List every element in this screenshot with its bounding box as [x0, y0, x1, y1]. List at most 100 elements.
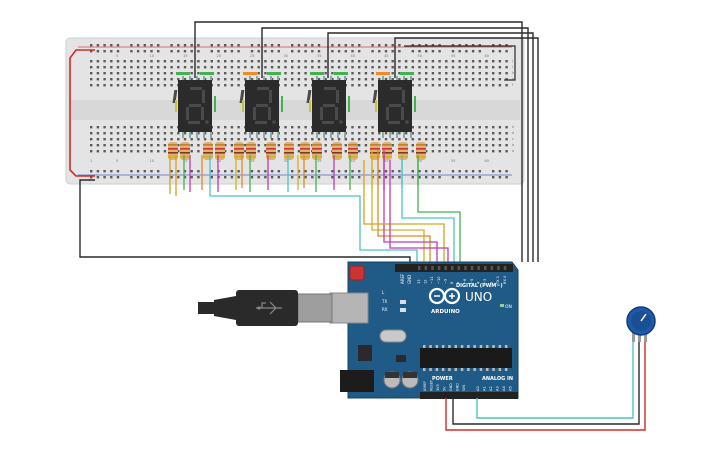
jumper-wire-route	[389, 160, 449, 264]
breadboard-col-number: 20	[217, 54, 221, 58]
potentiometer-wires	[445, 342, 646, 431]
power-pin-label: GND	[449, 383, 453, 391]
resistor	[398, 142, 408, 160]
digital-pin-label: 7	[457, 282, 461, 284]
digital-pin	[424, 266, 428, 270]
breadboard-col-number: 50	[418, 159, 422, 163]
breadboard-col-number: 1	[90, 159, 92, 163]
digital-pin-label: ~3	[483, 279, 487, 284]
jumper-wire-route	[210, 195, 418, 264]
digital-pin-label: ~10	[437, 276, 441, 284]
jumper-wire-route	[377, 150, 431, 264]
breadboard-col-number: 30	[284, 54, 288, 58]
rx-label: RX	[382, 307, 388, 312]
digital-pin	[457, 266, 461, 270]
usb-plug-icon	[198, 290, 333, 326]
breadboard-col-number: 15	[183, 54, 187, 58]
breadboard-row-letter: a	[512, 149, 514, 153]
digital-pin-label: ~5	[470, 279, 474, 284]
breadboard-row-letter: g	[512, 77, 514, 81]
breadboard-col-number: 50	[418, 54, 422, 58]
breadboard-row-letter: c	[512, 137, 514, 141]
breadboard-col-number: 30	[284, 159, 288, 163]
resistor	[203, 142, 213, 160]
breadboard-col-number: 25	[250, 159, 254, 163]
crystal	[379, 329, 407, 343]
tx-label: TX	[381, 299, 387, 304]
analog-pin-label: A2	[489, 386, 493, 391]
resistor	[284, 142, 294, 160]
digital-pin	[464, 266, 467, 270]
digital-pin	[470, 266, 474, 270]
breadboard-col-number: 40	[351, 54, 355, 58]
breadboard-row-letter: d	[512, 131, 514, 135]
seven-segment-display	[172, 72, 216, 138]
resistor	[246, 142, 256, 160]
digital-pin-label: ~11	[430, 276, 434, 284]
breadboard-col-number: 40	[351, 159, 355, 163]
power-pin-label: RESET	[430, 379, 434, 391]
power-pin-label: 5V	[443, 386, 447, 391]
breadboard-col-number: 5	[116, 54, 118, 58]
seven-segment-displays	[172, 72, 416, 138]
voltage-regulator	[358, 345, 372, 361]
jumper-wire-route	[371, 150, 425, 264]
breadboard-col-number: 45	[384, 54, 388, 58]
breadboard-row-letter: e	[512, 125, 514, 129]
arduino-infinity-logo	[428, 287, 461, 305]
seven-segment-display	[372, 72, 416, 138]
reset-button[interactable]	[349, 265, 365, 281]
colored-jumper-wires	[169, 150, 461, 264]
breadboard-col-number: 60	[485, 54, 489, 58]
resistor	[312, 142, 322, 160]
power-analog-header	[420, 392, 518, 399]
jumper-wire-route	[401, 160, 455, 264]
digital-pin-label: 8	[450, 281, 454, 284]
power-pin-label: 3V3	[436, 384, 440, 391]
digital-pin	[484, 266, 487, 270]
analog-pin-label: A1	[483, 386, 487, 391]
breadboard-col-number: 20	[217, 159, 221, 163]
digital-pin-label: ~9	[443, 278, 447, 284]
chip-pins	[423, 345, 508, 371]
resistor	[180, 142, 190, 160]
breadboard-col-number: 35	[317, 54, 321, 58]
arduino-uno-board[interactable]: UNO ARDUINO DIGITAL (PWM~) POWER ANALOG …	[329, 261, 519, 399]
jumper-wire-route	[383, 150, 438, 264]
analog-pin-label: A5	[509, 386, 513, 391]
jumper-wire-route	[363, 160, 445, 264]
power-pin-label: IOREF	[423, 381, 427, 391]
dc-power-jack	[340, 370, 374, 392]
breadboard-col-number: 5	[116, 159, 118, 163]
analog-pin-label: A3	[496, 386, 500, 391]
resistor	[300, 142, 310, 160]
breadboard-col-number: 10	[150, 159, 154, 163]
breadboard-row-letter: j	[511, 59, 513, 63]
analog-pin-label: A0	[476, 386, 480, 391]
digital-pin	[477, 266, 480, 270]
digital-pin	[444, 266, 447, 270]
breadboard-col-number: 45	[384, 159, 388, 163]
digital-pin	[431, 266, 434, 270]
l-led-label: L	[382, 290, 385, 295]
resistor	[215, 142, 225, 160]
digital-pin-label: 2	[490, 282, 494, 284]
digital-pin-label: 4	[476, 281, 480, 284]
jumper-wire-route	[417, 160, 461, 264]
breadboard-row-letter: b	[512, 143, 515, 147]
digital-pin	[503, 266, 507, 270]
seven-segment-display	[306, 72, 350, 138]
potentiometer-icon[interactable]	[626, 306, 656, 342]
breadboard-col-number: 25	[250, 54, 254, 58]
digital-pin	[451, 266, 454, 270]
analog-pin-label: A4	[502, 386, 506, 391]
usb-jack	[329, 292, 369, 324]
digital-pin	[490, 266, 494, 270]
digital-label: DIGITAL (PWM~)	[456, 283, 503, 289]
